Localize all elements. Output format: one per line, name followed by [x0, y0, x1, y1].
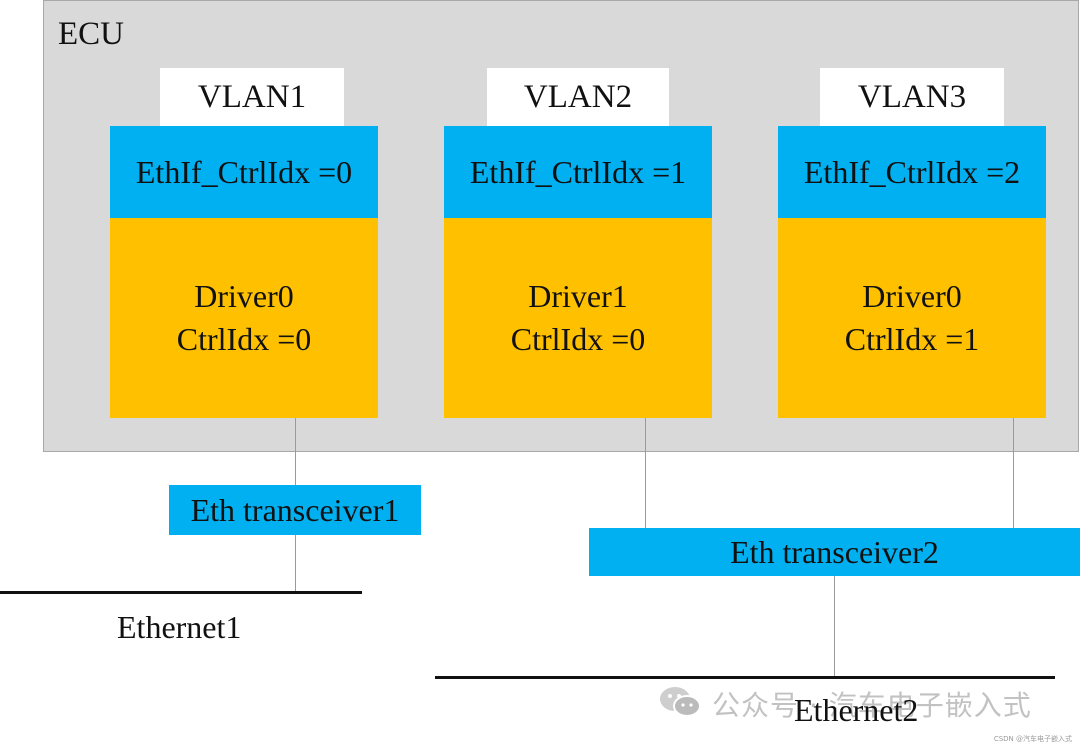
- driver-block-3: Driver0 CtrlIdx =1: [778, 218, 1046, 418]
- ethernet2-label: Ethernet2: [794, 692, 919, 728]
- ethernet1-bus-line: [0, 591, 362, 594]
- ethif-ctrl-block-2: EthIf_CtrlIdx =1: [444, 126, 712, 218]
- vlan3-tag: VLAN3: [820, 68, 1004, 126]
- ethif-ctrl-block-1: EthIf_CtrlIdx =0: [110, 126, 378, 218]
- driver-ctrl-idx-2: CtrlIdx =0: [510, 321, 646, 357]
- eth-transceiver1: Eth transceiver1: [169, 485, 421, 535]
- vlan2-tag: VLAN2: [487, 68, 669, 126]
- driver-ctrl-idx-3: CtrlIdx =1: [844, 321, 980, 357]
- ethernet2-bus-line: [435, 676, 1055, 679]
- ecu-label: ECU: [58, 16, 124, 52]
- vlan1-tag: VLAN1: [160, 68, 344, 126]
- connector-line-driver3-transceiver2: [1013, 418, 1014, 528]
- eth-transceiver2: Eth transceiver2: [589, 528, 1080, 576]
- wechat-icon: [658, 684, 702, 725]
- watermark: 公众号 · 汽车电子嵌入式: [658, 684, 1032, 724]
- source-watermark: CSDN @汽车电子嵌入式: [993, 735, 1072, 743]
- driver-block-1: Driver0 CtrlIdx =0: [110, 218, 378, 418]
- driver-ctrl-idx-1: CtrlIdx =0: [176, 321, 312, 357]
- ethif-ctrl-block-3: EthIf_CtrlIdx =2: [778, 126, 1046, 218]
- connector-line-driver2-transceiver2: [645, 418, 646, 528]
- connector-line-transceiver2-ethernet2: [834, 576, 835, 678]
- driver-name-3: Driver0: [862, 278, 962, 314]
- ethernet1-label: Ethernet1: [117, 609, 242, 645]
- driver-block-2: Driver1 CtrlIdx =0: [444, 218, 712, 418]
- watermark-text: 公众号 · 汽车电子嵌入式: [712, 689, 1032, 722]
- driver-name-2: Driver1: [528, 278, 628, 314]
- driver-name-1: Driver0: [194, 278, 294, 314]
